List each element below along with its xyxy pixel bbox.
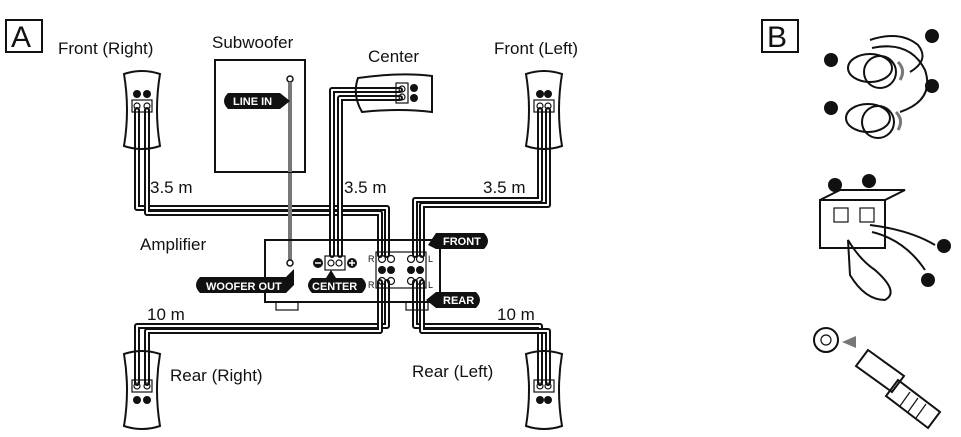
tag-woofer-out: WOOFER OUT [196,269,294,293]
rear-right-mark: R [368,280,375,290]
front-right-speaker [122,70,162,150]
clip-plus-icon [862,174,876,188]
clip-minus-icon [828,178,842,192]
spring-clip-illustration [819,174,951,302]
rear-left-mark: L [428,280,433,290]
tag-front: FRONT [428,233,488,249]
distance-rear-right: 10 m [147,305,185,324]
rear-right-speaker [122,350,162,430]
label-amplifier: Amplifier [140,235,206,254]
speaker-cables [134,87,551,386]
tag-line-in: LINE IN [224,93,290,109]
wire-minus-icon [925,79,939,93]
post-minus-icon [824,101,838,115]
panel-a-letter: A [11,21,31,54]
panel-b: B [761,19,951,430]
binding-post-illustration [824,29,939,139]
wire-plus-icon [925,29,939,43]
center-speaker [354,73,433,114]
svg-text:WOOFER OUT: WOOFER OUT [206,281,282,293]
distance-front-right: 3.5 m [150,178,193,197]
tag-center: CENTER [308,270,366,293]
speaker-terminal-block [375,251,427,289]
label-rear-right: Rear (Right) [170,366,263,385]
subwoofer-box [214,59,306,173]
wire-minus-icon-2 [921,273,935,287]
front-left-mark: L [428,254,433,264]
panel-a-frame [5,19,43,53]
amplifier: R R L L [264,239,441,311]
rear-left-speaker [524,350,564,430]
panel-b-letter: B [767,21,787,54]
distance-rear-left: 10 m [497,305,535,324]
svg-text:CENTER: CENTER [312,281,357,293]
label-center: Center [368,47,419,66]
svg-text:REAR: REAR [443,295,474,307]
svg-text:FRONT: FRONT [443,236,481,248]
panel-b-frame [761,19,799,53]
tag-rear: REAR [426,292,480,308]
label-rear-left: Rear (Left) [412,362,493,381]
distance-center: 3.5 m [344,178,387,197]
wire-plus-icon-2 [937,239,951,253]
woofer-out-jack [286,259,294,267]
front-right-mark: R [368,254,375,264]
rca-plug-illustration [813,327,942,430]
speaker-terminals [377,254,425,286]
label-front-right: Front (Right) [58,39,153,58]
front-left-speaker [524,70,564,150]
svg-text:LINE IN: LINE IN [233,96,272,108]
center-terminal-block [324,255,346,271]
label-front-left: Front (Left) [494,39,578,58]
panel-a: A Front (Right) Subwoofer Center Front (… [5,19,578,430]
label-subwoofer: Subwoofer [212,33,294,52]
distance-front-left: 3.5 m [483,178,526,197]
post-plus-icon [824,53,838,67]
amplifier-body [264,239,441,303]
amplifier-foot-right [405,301,429,311]
amplifier-foot-left [275,301,299,311]
subwoofer-line-in-jack [286,75,294,83]
